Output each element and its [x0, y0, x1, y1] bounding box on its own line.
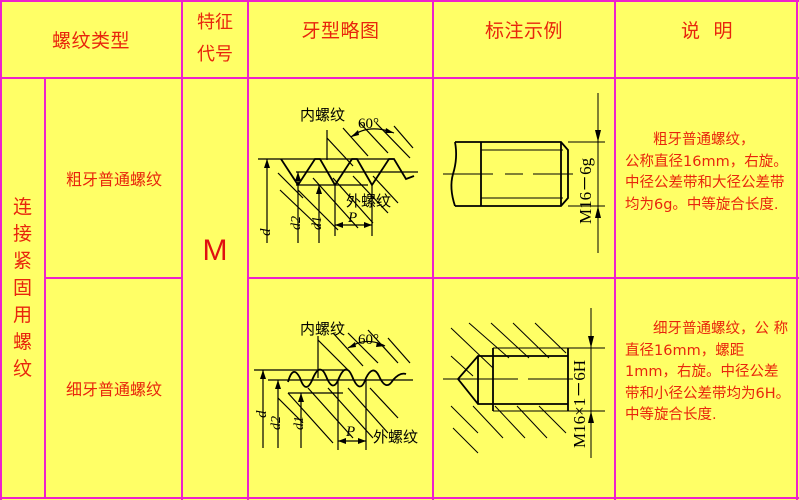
- thread-profile-diagram: 内螺纹 60° 外螺纹 d d2 d1 P: [258, 107, 418, 243]
- grid-line: [432, 0, 434, 500]
- row-2-description: 细牙普通螺纹，公 称直径16mm，螺距1mm，右旋。中径公差带和小径公差带均为6…: [615, 278, 799, 498]
- row-1-type-label: 粗牙普通螺纹: [65, 170, 162, 189]
- header-feature-code-line2: 代号: [197, 44, 233, 65]
- header-marking-example: 标注示例: [433, 0, 615, 78]
- dim-d2: d2: [269, 416, 284, 430]
- row-1-type: 粗牙普通螺纹: [46, 78, 182, 278]
- row-2-marking-example: M16×1－6H: [433, 278, 615, 498]
- header-description: 说 明: [615, 0, 799, 78]
- dim-pitch: P: [347, 210, 357, 226]
- external-thread-marking-diagram: M16－6g: [443, 93, 605, 253]
- row-2-type: 细牙普通螺纹: [46, 278, 182, 498]
- grid-line: [0, 0, 2, 500]
- grid-line: [614, 0, 616, 500]
- row-2-description-rest: 称直径16mm，螺距1mm，右旋。中径公差带和小径公差带均为6H。中等旋合长度.: [625, 321, 791, 424]
- category-label: 连接紧固用螺纹: [12, 195, 32, 380]
- thread-profile-diagram: 内螺纹 60° 外螺纹 d d2 d1 P: [254, 321, 418, 450]
- dim-d: d: [258, 228, 274, 236]
- dim-d1: d1: [292, 416, 307, 430]
- marking-label: M16×1－6H: [570, 360, 589, 448]
- category-cell: 连接紧固用螺纹: [0, 78, 45, 498]
- dim-d: d: [254, 410, 270, 418]
- header-description-label: 说 明: [680, 19, 734, 42]
- grid-line: [0, 497, 799, 499]
- grid-line: [247, 0, 249, 500]
- header-feature-code-line1: 特征: [197, 12, 233, 33]
- grid-line: [181, 0, 183, 500]
- row-1-profile-sketch: 内螺纹 60° 外螺纹 d d2 d1 P: [248, 78, 433, 278]
- header-thread-type-label: 螺纹类型: [51, 29, 130, 52]
- row-2-description-text: 细牙普通螺纹，公 称直径16mm，螺距1mm，右旋。中径公差带和小径公差带均为6…: [615, 319, 799, 427]
- header-marking-example-label: 标注示例: [484, 19, 563, 42]
- header-profile-sketch: 牙型略图: [248, 0, 433, 78]
- dim-pitch: P: [345, 424, 355, 440]
- row-1-description-text: 粗牙普通螺纹， 公称直径16mm，右旋。中径公差带和大径公差带均为6g。中等旋合…: [615, 130, 799, 216]
- header-thread-type: 螺纹类型: [0, 0, 182, 78]
- external-thread-label: 外螺纹: [373, 429, 418, 446]
- row-1-description-first: 粗牙普通螺纹，: [653, 132, 755, 148]
- dim-d1: d1: [310, 216, 325, 230]
- internal-thread-label: 内螺纹: [300, 107, 345, 124]
- internal-thread-label: 内螺纹: [300, 321, 345, 338]
- marking-label: M16－6g: [576, 157, 595, 224]
- grid-line: [248, 277, 799, 279]
- grid-line: [0, 77, 799, 79]
- feature-code: M: [202, 233, 228, 267]
- header-feature-code: 特征 代号: [182, 0, 248, 78]
- angle-label: 60°: [358, 332, 379, 348]
- grid-line: [44, 77, 46, 499]
- row-2-type-label: 细牙普通螺纹: [65, 380, 162, 399]
- feature-code-cell: M: [182, 78, 248, 423]
- header-profile-sketch-label: 牙型略图: [301, 19, 380, 42]
- external-thread-label: 外螺纹: [346, 193, 391, 210]
- grid-line: [796, 0, 798, 500]
- internal-thread-marking-diagram: M16×1－6H: [443, 308, 605, 458]
- row-1-description: 粗牙普通螺纹， 公称直径16mm，右旋。中径公差带和大径公差带均为6g。中等旋合…: [615, 78, 799, 278]
- dim-d2: d2: [289, 216, 304, 230]
- angle-label: 60°: [358, 116, 379, 132]
- row-2-description-first: 细牙普通螺纹，公: [653, 321, 769, 338]
- row-1-description-rest: 公称直径16mm，右旋。中径公差带和大径公差带均为6g。中等旋合长度.: [625, 153, 788, 213]
- row-2-profile-sketch: 内螺纹 60° 外螺纹 d d2 d1 P: [248, 278, 433, 498]
- grid-line: [0, 0, 799, 2]
- row-1-marking-example: M16－6g: [433, 78, 615, 278]
- grid-line: [45, 277, 182, 279]
